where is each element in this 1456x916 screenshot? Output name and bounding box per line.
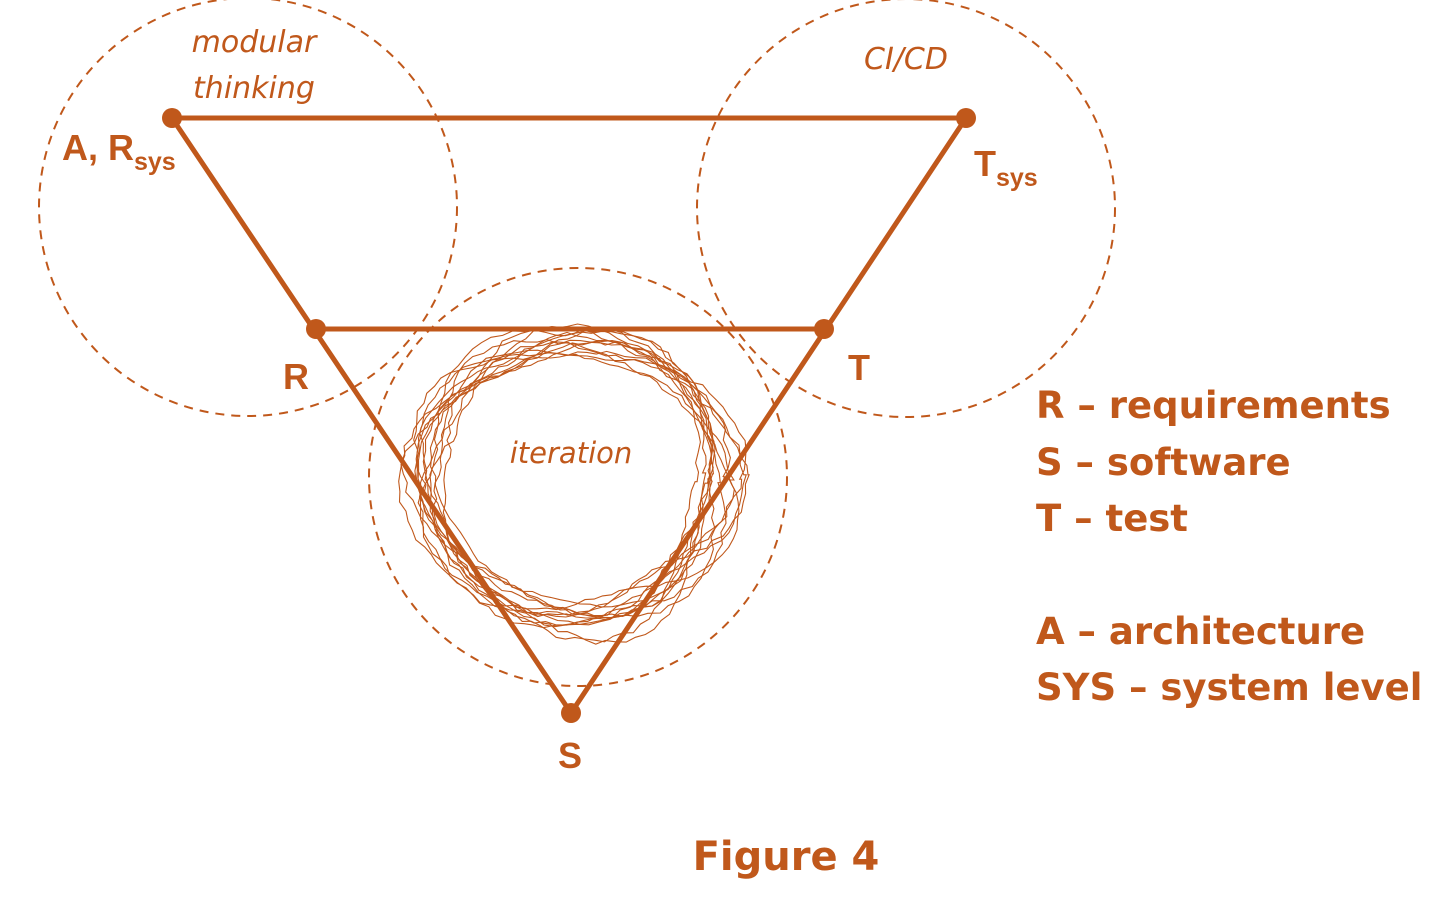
node-s-dot xyxy=(561,703,581,723)
legend-item-s: S – software xyxy=(1036,440,1291,484)
modular-thinking-circle xyxy=(38,0,458,417)
cicd-circle xyxy=(696,0,1116,418)
node-top-right-main: T xyxy=(974,143,996,184)
node-r-dot xyxy=(306,319,326,339)
node-top-right-sub: sys xyxy=(996,164,1038,192)
modular-label-line2: thinking xyxy=(193,71,315,106)
scribble-loop xyxy=(422,326,714,645)
left-arm-line xyxy=(169,115,574,716)
legend-item-r: R – requirements xyxy=(1036,384,1391,427)
figure-caption: Figure 4 xyxy=(692,834,880,880)
node-top-left-sub: sys xyxy=(134,148,176,176)
node-top-right-label: Tsys xyxy=(974,143,1038,192)
legend-item-a: A – architecture xyxy=(1036,609,1366,653)
node-s-label: S xyxy=(558,735,582,776)
modular-label-line1: modular xyxy=(192,25,318,60)
node-r-label: R xyxy=(283,356,309,397)
node-top-left-label: A, Rsys xyxy=(62,127,176,176)
node-top-left-dot xyxy=(162,108,182,128)
legend: R – requirements S – software T – test A… xyxy=(1036,378,1422,717)
scribble-loop xyxy=(419,341,740,611)
scribble-loop xyxy=(413,350,731,625)
iteration-circle xyxy=(368,267,788,687)
scribble-loop xyxy=(442,349,735,618)
legend-item-sys: SYS – system level xyxy=(1036,666,1423,709)
scribble-loop xyxy=(398,323,716,620)
right-arm-line xyxy=(568,115,969,716)
cicd-label: CI/CD xyxy=(864,42,948,77)
iteration-label: iteration xyxy=(510,436,633,470)
scribble-loop xyxy=(414,328,701,643)
legend-item-t: T – test xyxy=(1036,497,1188,540)
iteration-scribble xyxy=(398,323,750,645)
legend-spacer xyxy=(1036,548,1422,604)
node-top-right-dot xyxy=(956,108,976,128)
node-top-left-main: A, R xyxy=(62,127,134,168)
scribble-loop xyxy=(400,339,716,608)
node-t-dot xyxy=(814,319,834,339)
scribble-loop xyxy=(417,341,713,619)
node-t-label: T xyxy=(848,347,870,388)
